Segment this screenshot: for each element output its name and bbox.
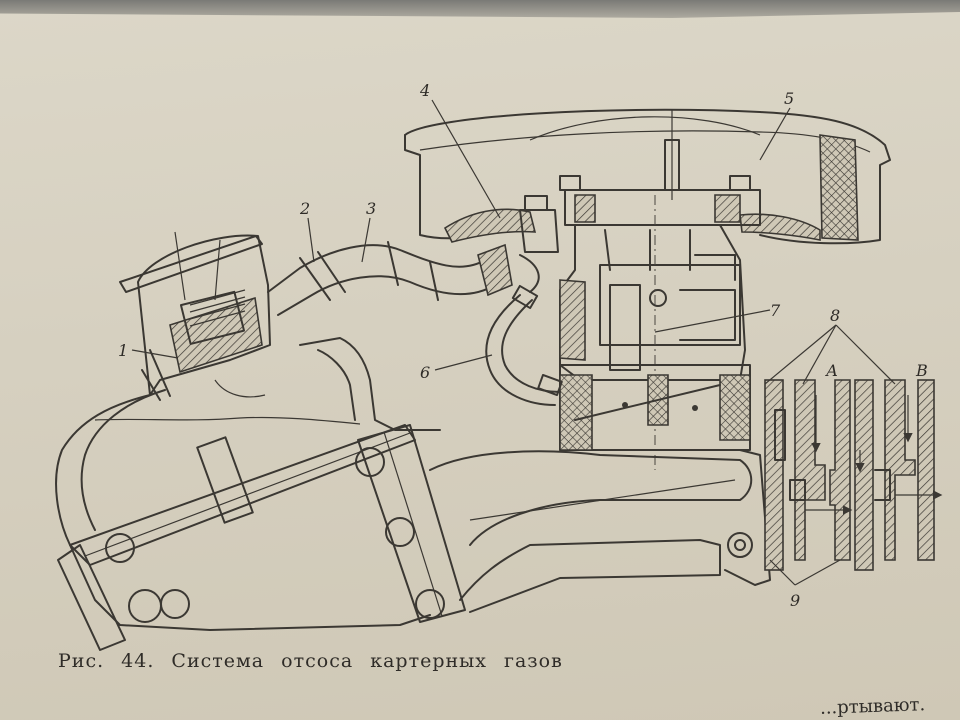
- callout-3: 3: [366, 199, 376, 218]
- detail-view-a: [764, 379, 853, 571]
- callout-7: 7: [770, 301, 781, 320]
- next-line-fragment: ...ртывают.: [819, 694, 926, 719]
- callout-6: 6: [420, 363, 430, 382]
- callout-a: А: [825, 361, 838, 380]
- breather-cap: [119, 231, 271, 401]
- leader-lines: [131, 99, 896, 586]
- callout-2: 2: [299, 199, 310, 218]
- figure-caption: Рис. 44. Система отсоса картерных газов: [58, 650, 563, 672]
- air-cleaner: [404, 108, 891, 245]
- camshaft-bar: [57, 424, 466, 651]
- intake-manifold: [429, 449, 771, 613]
- throttle-body: [559, 364, 751, 451]
- callout-1: 1: [118, 341, 128, 360]
- callout-4: 4: [419, 81, 430, 100]
- small-hose: [485, 254, 563, 406]
- callout-9: 9: [790, 591, 800, 610]
- callout-8: 8: [830, 306, 840, 325]
- callout-b: В: [915, 361, 928, 380]
- callouts: 1 2 3 4 5 6 7 8 9 А В: [118, 81, 928, 610]
- callout-5: 5: [784, 89, 794, 108]
- engine-block: [55, 337, 441, 631]
- carburetor: [519, 195, 746, 470]
- detail-view-b: [854, 379, 943, 571]
- page-top-shadow: [0, 0, 960, 18]
- ventilation-hose: [267, 241, 513, 316]
